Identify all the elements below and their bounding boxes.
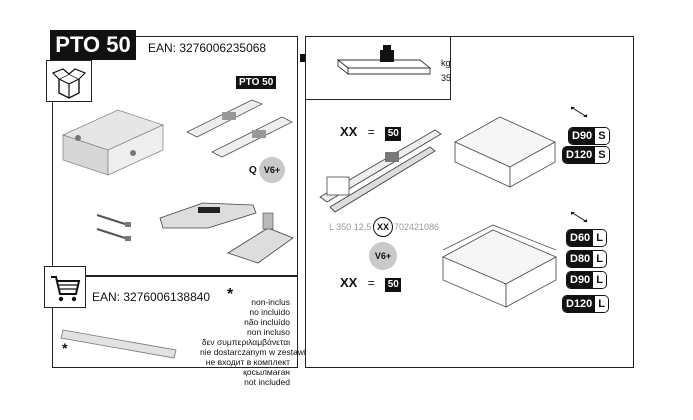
drawer-tall xyxy=(441,224,558,308)
double-arrow-icon xyxy=(570,211,588,223)
weight-value: 35 xyxy=(441,73,452,83)
badge-d60-l: D60 L xyxy=(566,229,607,247)
not-included-es: no incluido xyxy=(249,307,290,317)
not-included-kk: қосылмаған xyxy=(243,367,290,377)
not-included-pt: não incluído xyxy=(244,317,290,327)
not-included-ru: не входит в комплект xyxy=(205,357,290,367)
xx-top-label: XX xyxy=(340,124,358,139)
badge-dim: D90 xyxy=(569,128,596,144)
badge-size: L xyxy=(593,272,606,288)
pto-label: PTO 50 xyxy=(236,76,277,89)
eq-bottom: = xyxy=(367,276,375,290)
ean-top: EAN: 3276006235068 xyxy=(148,41,267,55)
xx-eq-top: XX = 50 xyxy=(340,123,402,141)
badge-d120-l: D120 L xyxy=(562,295,610,313)
rail-code-right: 702421086 xyxy=(394,222,440,232)
not-included-fr: non-inclus xyxy=(251,297,290,307)
v6-badge-top: V6+ xyxy=(259,157,285,183)
mechanism-top xyxy=(186,99,293,158)
mechanism-middle xyxy=(159,202,294,264)
not-included-en: not included xyxy=(244,377,290,387)
xx-bottom-label: XX xyxy=(340,275,358,290)
not-included-pl: nie dostarczanym w zestawie xyxy=(200,347,311,357)
badge-dim: D60 xyxy=(567,230,594,246)
box-open-icon xyxy=(46,60,92,102)
double-arrow-icon xyxy=(570,106,588,118)
v6-badge-bottom: V6+ xyxy=(369,242,397,270)
badge-dim: D120 xyxy=(563,296,596,312)
badge-d120-s: D120 S xyxy=(562,146,610,164)
not-included-list: non-inclus no incluido não incluído non … xyxy=(200,297,311,387)
eq-top: = xyxy=(367,125,375,139)
v6-badge-bottom-label: V6+ xyxy=(374,251,392,261)
badge-dim: D80 xyxy=(567,251,594,267)
badge-size: L xyxy=(593,230,606,246)
asterisk-marker: * xyxy=(227,286,234,303)
xx-eq-bottom: XX = 50 xyxy=(340,274,402,292)
ean-bottom: EAN: 3276006138840 xyxy=(92,290,211,304)
rod-illustration xyxy=(60,329,177,359)
not-included-el: δεν συμπεριλαμβάνεται xyxy=(201,337,290,347)
weight-icon xyxy=(336,45,432,75)
rail-code-xx: XX xyxy=(373,217,393,237)
badge-dim: D90 xyxy=(567,272,594,288)
badge-dim: D120 xyxy=(563,147,596,163)
badge-size: L xyxy=(595,296,609,312)
badge-size: L xyxy=(593,251,606,267)
rail-code-left: L 350 12,5 xyxy=(329,222,372,232)
badge-d80-l: D80 L xyxy=(566,250,607,268)
weight-unit: kg xyxy=(441,58,451,68)
drawer-small xyxy=(454,116,556,188)
badge-d90-l: D90 L xyxy=(566,271,607,289)
badge-size: S xyxy=(595,128,609,144)
drawer-illustration xyxy=(61,109,165,176)
rail-illustration xyxy=(319,129,442,213)
badge-size: S xyxy=(595,147,609,163)
screws xyxy=(96,214,131,241)
product-title: PTO 50 xyxy=(50,30,136,60)
q-label: Q xyxy=(249,165,257,176)
fifty-bottom: 50 xyxy=(385,278,402,292)
badge-d90-s: D90 S xyxy=(568,127,610,145)
rail-code-xx-label: XX xyxy=(376,222,389,232)
not-included-it: non incluso xyxy=(246,327,290,337)
asterisk-rod: * xyxy=(62,340,68,356)
shopping-cart-icon xyxy=(44,266,86,308)
fifty-top: 50 xyxy=(385,127,402,141)
v6-badge-top-label: V6+ xyxy=(263,165,281,175)
